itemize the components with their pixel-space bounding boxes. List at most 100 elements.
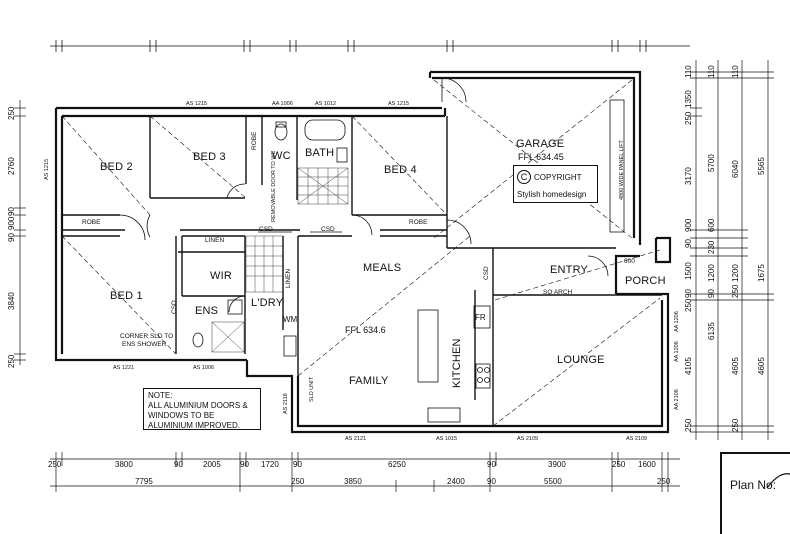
garage-600-label: 600 — [624, 258, 635, 265]
dim-right1-0: 110 — [684, 65, 693, 78]
window-tag-bottom-6: AS 2109 — [626, 436, 648, 442]
dim-right3-0: 110 — [731, 65, 740, 78]
dim-left-5: 3840 — [7, 292, 16, 310]
window-tag-bottom-5: AS 2109 — [517, 436, 539, 442]
bottom-dimension-lines — [50, 452, 680, 492]
window-tag-bottom-3: AS 2121 — [345, 436, 367, 442]
window-tag-bottom-1: AS 1221 — [113, 365, 135, 371]
doors — [119, 77, 609, 313]
window-tag-top-3: AS 1012 — [315, 101, 337, 107]
room-bed1: BED 1 — [110, 290, 143, 302]
dim-right3-4: 4605 — [731, 357, 740, 375]
dim-right2-2: 600 — [707, 218, 716, 232]
room-diagonals — [61, 79, 661, 427]
dim-right2-3: 230 — [707, 240, 716, 254]
dim-right4-2: 4605 — [757, 357, 766, 375]
note-line2: ALL ALUMINIUM DOORS & — [148, 401, 248, 410]
linen-cupboard-label: LINEN — [205, 237, 225, 244]
washing-machine-label: WM — [283, 315, 298, 324]
window-as2118-label: AS 2118 — [283, 393, 289, 414]
fridge-label: FR — [475, 313, 486, 322]
csd-label-2: CSD — [321, 226, 335, 233]
dim-right1-5: 90 — [684, 239, 693, 248]
window-tag-bottom-2: AS 1006 — [193, 365, 215, 371]
room-porch: PORCH — [625, 275, 666, 287]
window-tag-bottom-4: AS 1015 — [436, 436, 458, 442]
dim-bottom1-7: 6250 — [388, 460, 406, 469]
left-dimension-line — [14, 100, 26, 365]
dim-right1-6: 1500 — [684, 262, 693, 280]
csd-label-3: CSD — [171, 300, 178, 314]
window-tag-top-2: AA 1006 — [272, 101, 293, 107]
right-dimension-lines — [690, 60, 774, 440]
dim-right1-10: 250 — [684, 418, 693, 432]
room-lounge: LOUNGE — [557, 354, 605, 366]
fixtures — [192, 99, 625, 423]
note-box: NOTE: ALL ALUMINIUM DOORS & WINDOWS TO B… — [143, 388, 261, 430]
dim-bottom2-1: 250 — [291, 477, 305, 486]
room-wc: WC — [272, 150, 291, 162]
square-arch-label: SQ ARCH — [543, 289, 573, 296]
dim-bottom2-3: 2400 — [447, 477, 465, 486]
note-line4: ALUMINIUM IMPROVED. — [148, 421, 241, 430]
dim-right3-3: 250 — [731, 284, 740, 298]
dim-left-3: 900 — [7, 216, 16, 230]
main-floor-level: FFL 634.6 — [345, 325, 386, 335]
slider-unit-label: SLD UNIT — [309, 376, 315, 402]
room-laundry: L'DRY — [251, 297, 284, 309]
dim-right1-8: 250 — [684, 298, 693, 312]
copyright-box: C COPYRIGHT Stylish homedesign — [513, 165, 598, 203]
room-bed2: BED 2 — [100, 161, 133, 173]
linen-cupboard-2-label: LINEN — [285, 268, 292, 288]
robe-bed4-label: ROBE — [409, 219, 428, 226]
dim-right2-5: 90 — [707, 289, 716, 298]
room-garage: GARAGE — [516, 138, 565, 150]
dim-left-4: 90 — [7, 233, 16, 242]
dim-bottom1-8: 90 — [487, 460, 496, 469]
csd-label-1: CSD — [259, 226, 273, 233]
dim-right2-4: 1200 — [707, 264, 716, 282]
copyright-icon: C — [517, 170, 531, 184]
dim-right3-1: 6040 — [731, 160, 740, 178]
robe-bed2-label: ROBE — [82, 219, 101, 226]
robe-bed3-label: ROBE — [251, 131, 258, 150]
dim-bottom1-9: 3900 — [548, 460, 566, 469]
copyright-line1: COPYRIGHT — [534, 173, 582, 182]
dim-right1-9: 4105 — [684, 357, 693, 375]
csd-label-4: CSD — [483, 266, 490, 280]
dim-right3-5: 250 — [731, 418, 740, 432]
room-ensuite: ENS — [195, 305, 219, 317]
corner-slider-note-2: ENS SHOWER — [122, 341, 167, 348]
window-tag-right-1: AA 1206 — [674, 311, 680, 332]
room-wir: WIR — [210, 270, 232, 282]
note-line1: NOTE: — [148, 391, 173, 400]
room-kitchen: KITCHEN — [451, 338, 463, 388]
note-line3: WINDOWS TO BE — [148, 411, 215, 420]
dim-bottom1-2: 90 — [174, 460, 183, 469]
window-tag-left-1: AS 1215 — [44, 158, 50, 180]
dim-right2-6: 6135 — [707, 322, 716, 340]
garage-floor-level: FFL 634.45 — [518, 152, 564, 162]
dim-bottom1-11: 1600 — [638, 460, 656, 469]
dim-bottom1-3: 2005 — [203, 460, 221, 469]
dim-left-1: 2760 — [7, 157, 16, 175]
dim-bottom2-2: 3850 — [344, 477, 362, 486]
plan-number-box: Plan No: — [720, 452, 790, 534]
room-bath: BATH — [305, 147, 335, 159]
dim-right4-0: 5565 — [757, 157, 766, 175]
panel-lift-door-label: 4800 WIDE PANEL LIFT — [619, 140, 625, 200]
window-tag-right-3: AA 2106 — [674, 389, 680, 410]
dim-bottom1-1: 3800 — [115, 460, 133, 469]
exterior-walls — [54, 70, 672, 434]
room-bed3: BED 3 — [193, 151, 226, 163]
plan-number-stroke — [766, 473, 790, 489]
dim-bottom2-6: 250 — [657, 477, 671, 486]
removable-door-note: REMOVABLE DOOR TO WC — [271, 150, 277, 222]
dim-right1-4: 900 — [684, 218, 693, 232]
dim-right4-1: 1675 — [757, 264, 766, 282]
copyright-line2: Stylish homedesign — [517, 190, 587, 199]
dim-bottom2-4: 90 — [487, 477, 496, 486]
window-tag-top-4: AS 1215 — [388, 101, 410, 107]
dim-right2-1: 5700 — [707, 154, 716, 172]
